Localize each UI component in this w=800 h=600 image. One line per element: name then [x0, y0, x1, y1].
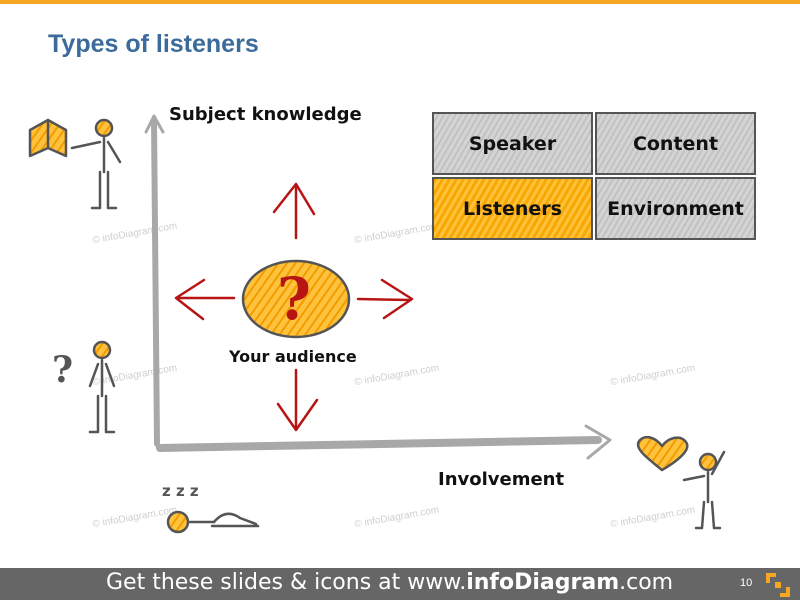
audience-oval-icon: ? [241, 259, 351, 339]
person-reading-book-icon [28, 118, 122, 210]
confused-question-mark: ? [52, 349, 73, 391]
grid-cell-environment: Environment [595, 177, 756, 240]
grid-cell-content: Content [595, 112, 756, 175]
top-accent-bar [0, 0, 800, 4]
arrow-up-icon [272, 182, 316, 240]
sleep-z-text: z z z [162, 482, 199, 500]
infodiagram-logo-icon [766, 573, 790, 597]
audience-question-mark: ? [277, 265, 311, 333]
y-axis-label: Subject knowledge [169, 104, 362, 125]
grid-cell-listeners: Listeners [432, 177, 593, 240]
arrow-left-icon [174, 278, 236, 321]
footer-suffix: .com [619, 570, 674, 595]
communication-elements-grid: Speaker Content Listeners Environment [432, 112, 758, 242]
footer-text[interactable]: Get these slides & icons at www.infoDiag… [106, 570, 673, 595]
sleeping-person-icon: z z z [162, 482, 260, 534]
footer-brand: infoDiagram [466, 570, 620, 595]
y-axis [144, 114, 165, 447]
grid-cell-speaker: Speaker [432, 112, 593, 175]
x-axis [156, 424, 612, 460]
x-axis-label: Involvement [438, 469, 565, 490]
audience-label: Your audience [229, 347, 357, 366]
footer-prefix: Get these slides & icons at www. [106, 570, 467, 595]
arrow-down-icon [276, 368, 319, 432]
footer-bar: Get these slides & icons at www.infoDiag… [0, 568, 800, 600]
person-holding-heart-icon [636, 435, 726, 530]
arrow-right-icon [356, 278, 414, 320]
page-number: 10 [740, 577, 753, 589]
confused-person-icon: ? [52, 340, 116, 434]
page-title: Types of listeners [48, 30, 259, 58]
